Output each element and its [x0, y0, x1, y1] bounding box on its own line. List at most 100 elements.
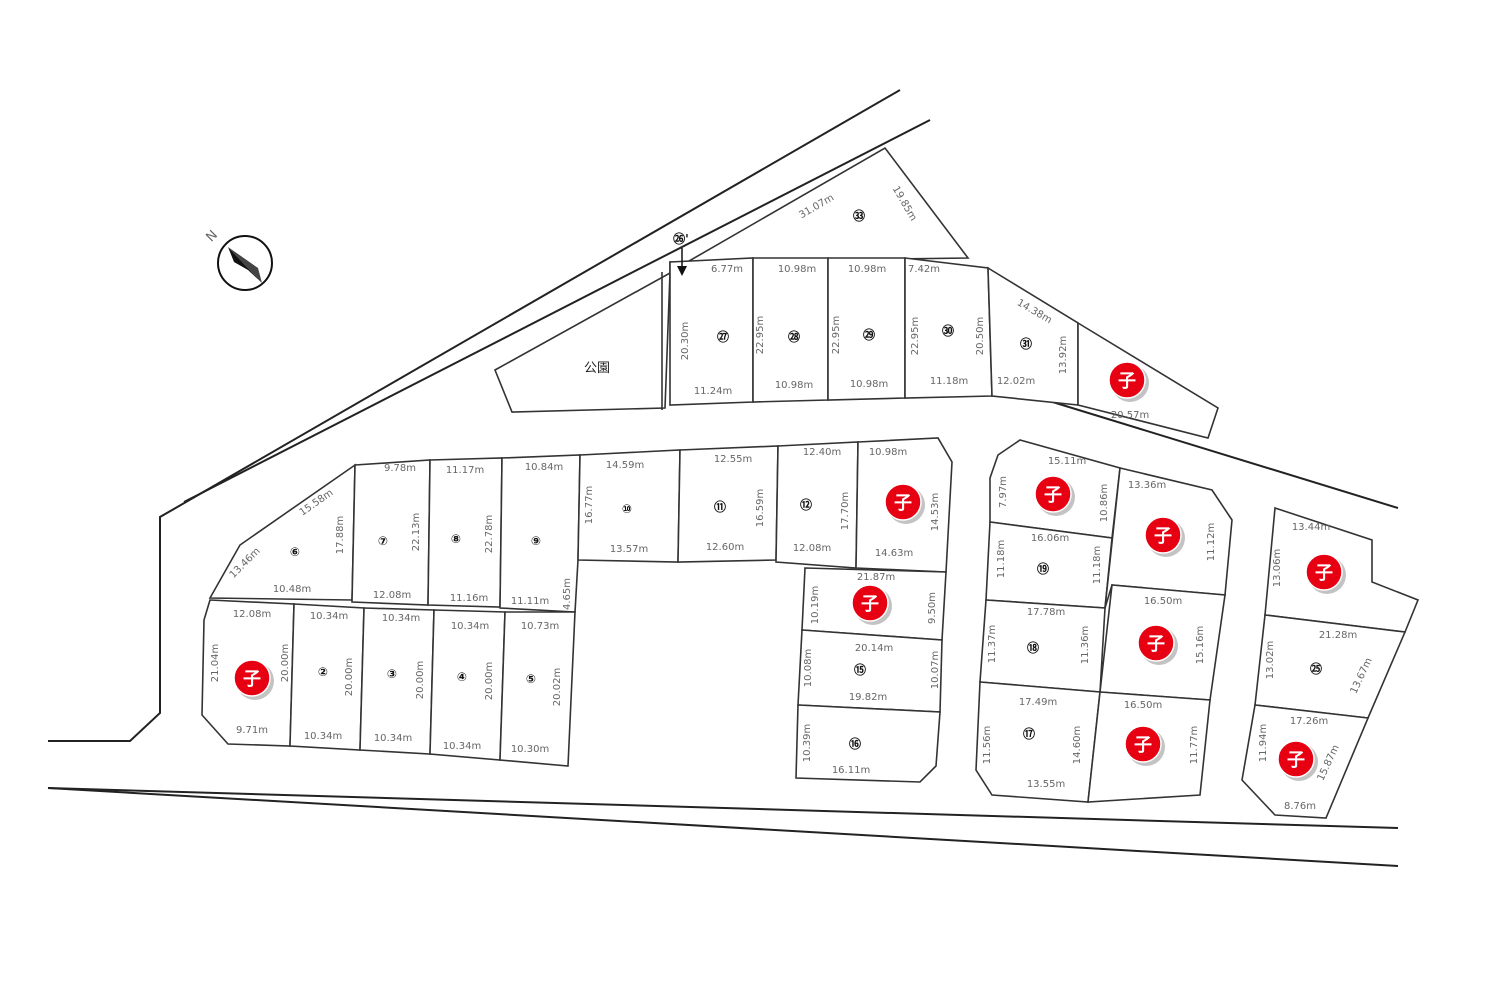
lot-5[interactable] — [499, 611, 576, 767]
dimension-label: 11.37m — [987, 625, 998, 663]
dimension-label: 14.53m — [930, 493, 941, 531]
reserved-marker-icon: 子 — [1108, 361, 1149, 402]
reserved-marker-icon: 子 — [1137, 624, 1178, 665]
dimension-label: 22.95m — [831, 316, 842, 354]
north-label: N — [204, 228, 221, 245]
lot-16[interactable] — [795, 704, 941, 783]
dimension-label: 7.97m — [998, 476, 1009, 508]
dimension-label: 12.02m — [997, 376, 1035, 387]
reserved-label: 子 — [243, 669, 261, 690]
dimension-label: 11.24m — [694, 386, 732, 397]
dimension-label: 21.28m — [1319, 630, 1357, 641]
dimension-label: 16.50m — [1144, 596, 1182, 607]
lot-number: ㉘ — [788, 329, 800, 344]
dimension-label: 17.26m — [1290, 716, 1328, 727]
dimension-label: 20.00m — [484, 662, 495, 700]
dimension-label: 11.18m — [930, 376, 968, 387]
dimension-label: 20.57m — [1111, 410, 1149, 421]
dimension-label: 20.30m — [680, 322, 691, 360]
dimension-label: 7.42m — [908, 264, 940, 275]
dimension-label: 10.86m — [1099, 484, 1110, 522]
lot-26b-marker — [677, 248, 687, 276]
dimension-label: 16.06m — [1031, 533, 1069, 544]
reserved-label: 子 — [1315, 563, 1333, 584]
reserved-label: 子 — [1147, 634, 1165, 655]
reserved-label: 子 — [861, 594, 879, 615]
reserved-label: 子 — [1044, 485, 1062, 506]
dimension-label: 9.50m — [927, 592, 938, 624]
dimension-label: 20.14m — [855, 643, 893, 654]
lot-number: ㉙ — [863, 327, 875, 342]
dimension-label: 20.50m — [975, 317, 986, 355]
north-arrow-icon: N — [204, 228, 273, 291]
lot-number: ㉖' — [673, 231, 689, 246]
dimension-label: 16.50m — [1124, 700, 1162, 711]
dimension-label: 14.60m — [1072, 726, 1083, 764]
dimension-label: 11.12m — [1206, 523, 1217, 561]
dimension-label: 20.00m — [415, 661, 426, 699]
lot-number: ⑲ — [1037, 561, 1049, 576]
lot-number: ⑫ — [800, 497, 812, 512]
south-road-edge-upper — [47, 787, 1399, 829]
reserved-marker-icon: 子 — [884, 483, 925, 524]
east-road-edge — [1019, 391, 1399, 509]
dimension-label: 13.02m — [1265, 641, 1276, 679]
lot-number: ② — [318, 665, 328, 679]
dimension-label: 11.16m — [450, 593, 488, 604]
lot-9[interactable] — [499, 454, 581, 613]
dimension-label: 11.18m — [996, 540, 1007, 578]
dimension-label: 16.11m — [832, 765, 870, 776]
dimension-label: 13.92m — [1058, 336, 1069, 374]
dimension-label: 22.95m — [755, 316, 766, 354]
dimension-label: 9.71m — [236, 725, 268, 736]
dimension-label: 10.07m — [930, 651, 941, 689]
dimension-label: 10.39m — [802, 724, 813, 762]
dimension-label: 20.00m — [344, 658, 355, 696]
dimension-label: 20.00m — [280, 644, 291, 682]
dimension-label: 4.65m — [562, 578, 573, 610]
dimension-label: 11.77m — [1189, 726, 1200, 764]
dimension-label: 6.77m — [711, 264, 743, 275]
reserved-marker-icon: 子 — [1305, 553, 1346, 594]
south-road-bottom-edge — [47, 787, 1399, 867]
reserved-marker-icon: 子 — [1277, 740, 1318, 781]
dimension-label: 22.78m — [484, 515, 495, 553]
dimension-label: 10.98m — [775, 380, 813, 391]
lot-number: ⑤ — [526, 672, 536, 686]
dimension-label: 10.73m — [521, 621, 559, 632]
lot-number: ⑱ — [1027, 640, 1039, 655]
dimension-label: 10.34m — [310, 611, 348, 622]
bottom-row-lots — [201, 599, 576, 767]
park-label: 公園 — [584, 361, 610, 376]
reserved-marker-icon: 子 — [1144, 516, 1185, 557]
west-boundary-road-edge — [48, 89, 901, 742]
lot-number: ⑦ — [378, 534, 388, 548]
dimension-label: 12.08m — [793, 543, 831, 554]
lot-number: ③ — [387, 667, 397, 681]
dimension-label: 8.76m — [1284, 801, 1316, 812]
reserved-marker-icon: 子 — [851, 584, 892, 625]
dimension-label: 16.77m — [584, 486, 595, 524]
dimension-label: 13.44m — [1292, 522, 1330, 533]
middle-row-lots — [208, 437, 953, 613]
lot-6[interactable] — [208, 463, 356, 601]
dimension-label: 15.11m — [1048, 456, 1086, 467]
dimension-label: 14.59m — [606, 460, 644, 471]
lot-17[interactable] — [975, 681, 1101, 803]
park-area — [493, 271, 671, 413]
dimension-label: 13.36m — [1128, 480, 1166, 491]
lot-number: ㉝ — [853, 208, 865, 223]
dimension-label: 20.02m — [552, 668, 563, 706]
dimension-label: 17.78m — [1027, 607, 1065, 618]
dimension-label: 12.40m — [803, 447, 841, 458]
dimension-label: 15.16m — [1195, 626, 1206, 664]
lot-number: ㉕ — [1310, 661, 1322, 676]
dimension-label: 17.70m — [840, 492, 851, 530]
dimension-label: 10.34m — [451, 621, 489, 632]
dimension-label: 16.59m — [755, 489, 766, 527]
dimension-label: 10.30m — [511, 744, 549, 755]
lot-number: ⑰ — [1023, 726, 1035, 741]
dimension-label: 12.55m — [714, 454, 752, 465]
lot-number: ㉚ — [942, 323, 954, 338]
